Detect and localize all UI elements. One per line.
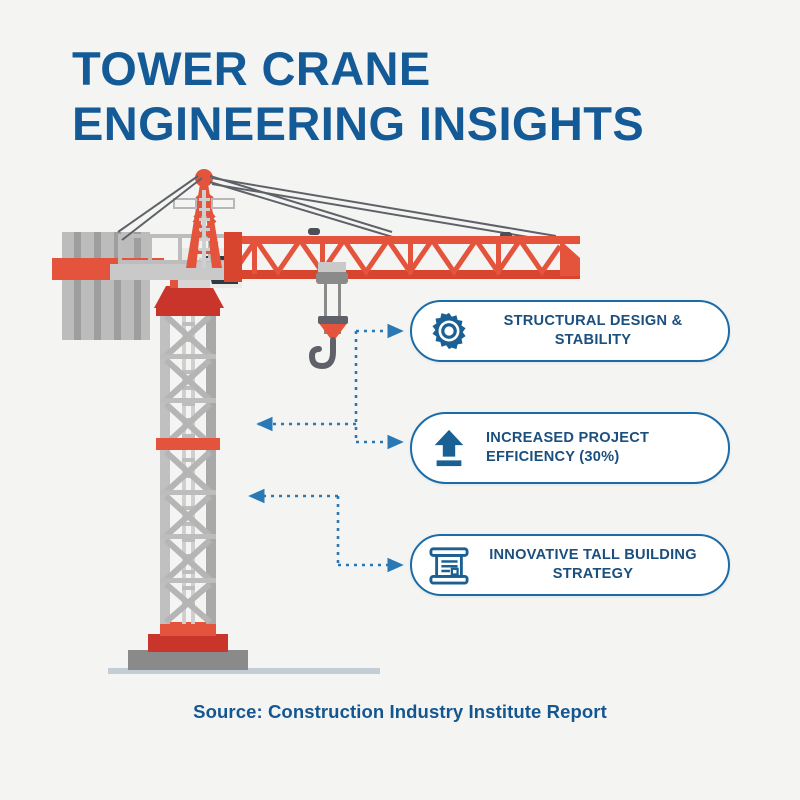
- callout-structural-design[interactable]: STRUCTURAL DESIGN & STABILITY: [410, 300, 730, 362]
- gear-icon: [426, 308, 472, 354]
- a-frame-tower-top: [173, 169, 235, 268]
- base-pedestal: [128, 622, 248, 670]
- callout-2-label-line-2: EFFICIENCY (30%): [486, 449, 620, 465]
- callout-2-label: INCREASED PROJECT EFFICIENCY (30%): [472, 429, 728, 466]
- tower-top-cap: [195, 169, 213, 187]
- title-line-2: ENGINEERING INSIGHTS: [72, 96, 645, 150]
- ground-line: [108, 668, 380, 674]
- trolley-and-hook: [308, 262, 348, 370]
- blueprint-scroll-icon: [426, 542, 472, 588]
- callout-2-label-line-1: INCREASED PROJECT: [486, 430, 650, 447]
- mast-red-band: [156, 438, 220, 450]
- arrow-up-bar-icon: [426, 425, 472, 471]
- lattice-jib: [224, 232, 580, 282]
- callout-1-label: STRUCTURAL DESIGN & STABILITY: [503, 313, 683, 348]
- title-line-1: TOWER CRANE: [72, 42, 431, 95]
- hook-block: [318, 322, 348, 342]
- page-title: TOWER CRANE ENGINEERING INSIGHTS: [72, 42, 712, 151]
- callout-increased-efficiency[interactable]: INCREASED PROJECT EFFICIENCY (30%): [410, 412, 730, 484]
- callout-tall-building-strategy[interactable]: INNOVATIVE TALL BUILDING STRATEGY: [410, 534, 730, 596]
- pendant-cables: [117, 175, 559, 243]
- source-caption: Source: Construction Industry Institute …: [193, 701, 607, 722]
- mast-tower: [156, 306, 220, 625]
- counterweight: [52, 232, 164, 340]
- callout-3-label: INNOVATIVE TALL BUILDING STRATEGY: [489, 547, 697, 582]
